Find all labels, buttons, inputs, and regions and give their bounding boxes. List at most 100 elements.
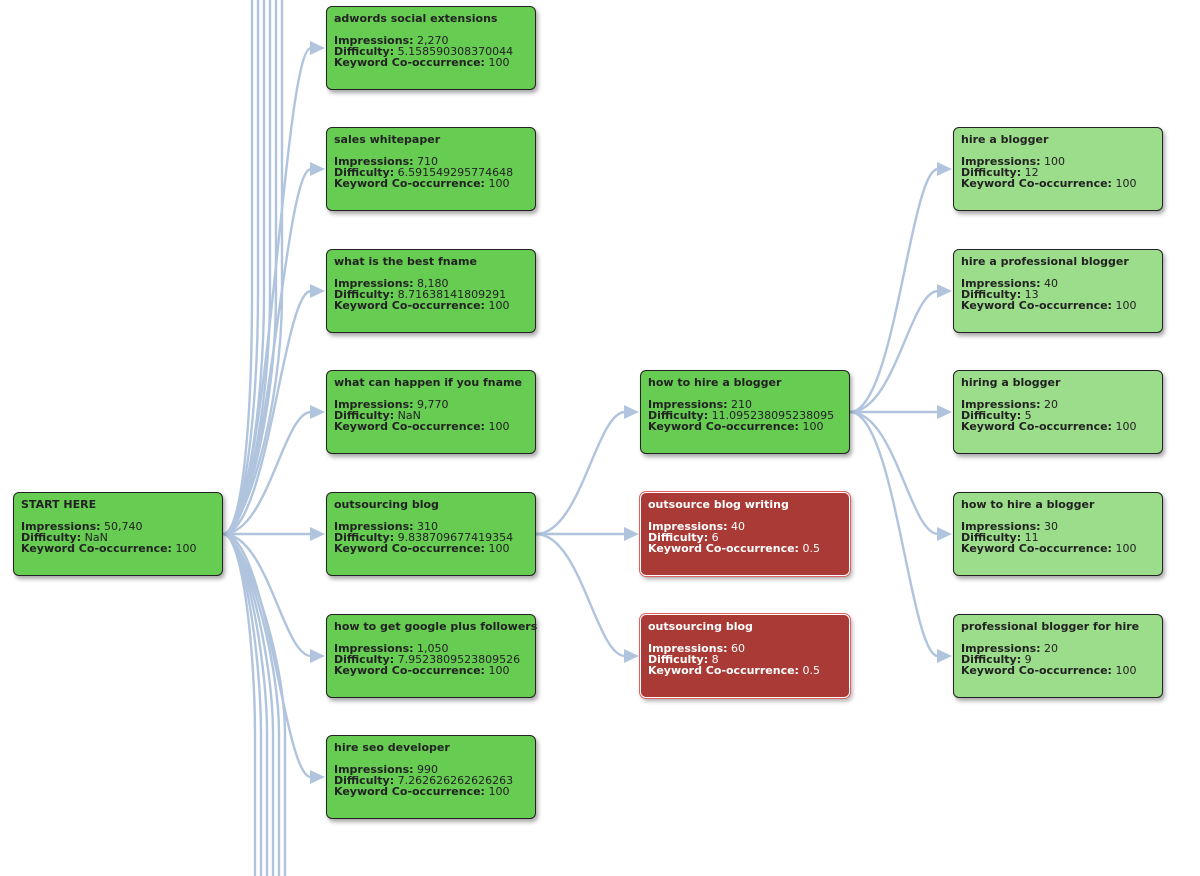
node-title: hire seo developer (334, 741, 450, 754)
arrowhead-icon (624, 405, 639, 419)
impressions-value: 1,050 (417, 642, 449, 655)
difficulty-row: Difficulty: 5.158590308370044 (334, 46, 528, 57)
cooccurrence-row: Keyword Co-occurrence: 100 (334, 543, 528, 554)
difficulty-label: Difficulty: (961, 531, 1022, 544)
cooccurrence-value: 100 (1115, 420, 1137, 433)
difficulty-row: Difficulty: 11 (961, 532, 1155, 543)
node-title: outsourcing blog (334, 498, 439, 511)
impressions-row: Impressions: 40 (961, 278, 1155, 289)
impressions-row: Impressions: 1,050 (334, 643, 528, 654)
difficulty-value: 6 (711, 531, 719, 544)
difficulty-row: Difficulty: 6.591549295774648 (334, 167, 528, 178)
cooccurrence-label: Keyword Co-occurrence: (334, 299, 485, 312)
impressions-row: Impressions: 40 (648, 521, 842, 532)
node-title: sales whitepaper (334, 133, 441, 146)
impressions-value: 20 (1044, 642, 1059, 655)
difficulty-row: Difficulty: 5 (961, 410, 1155, 421)
cooccurrence-label: Keyword Co-occurrence: (334, 177, 485, 190)
node-title: how to hire a blogger (961, 498, 1095, 511)
cooccurrence-label: Keyword Co-occurrence: (334, 785, 485, 798)
impressions-label: Impressions: (334, 763, 414, 776)
arrowhead-icon (310, 649, 325, 663)
node-title: how to hire a blogger (648, 376, 782, 389)
impressions-value: 40 (1044, 277, 1059, 290)
impressions-value: 30 (1044, 520, 1059, 533)
cooccurrence-label: Keyword Co-occurrence: (648, 542, 799, 555)
arrowhead-icon (310, 41, 325, 55)
arrowhead-icon (310, 405, 325, 419)
difficulty-value: NaN (397, 409, 421, 422)
arrowhead-icon (937, 527, 952, 541)
edge-outsourcing-blog-to-outsourcing-blog-2 (535, 532, 627, 658)
difficulty-value: 7.9523809523809526 (397, 653, 521, 666)
impressions-value: 710 (417, 155, 439, 168)
cooccurrence-label: Keyword Co-occurrence: (334, 56, 485, 69)
impressions-value: 9,770 (417, 398, 449, 411)
impressions-label: Impressions: (961, 520, 1041, 533)
impressions-row: Impressions: 100 (961, 156, 1155, 167)
difficulty-label: Difficulty: (334, 45, 395, 58)
cooccurrence-label: Keyword Co-occurrence: (961, 177, 1112, 190)
cooccurrence-label: Keyword Co-occurrence: (334, 420, 485, 433)
cooccurrence-row: Keyword Co-occurrence: 100 (21, 543, 215, 554)
arrowhead-icon (624, 527, 639, 541)
node-title: hire a professional blogger (961, 255, 1129, 268)
difficulty-label: Difficulty: (334, 288, 395, 301)
impressions-label: Impressions: (334, 34, 414, 47)
impressions-row: Impressions: 20 (961, 643, 1155, 654)
cooccurrence-value: 0.5 (802, 542, 820, 555)
difficulty-label: Difficulty: (961, 653, 1022, 666)
impressions-label: Impressions: (648, 398, 728, 411)
difficulty-label: Difficulty: (334, 774, 395, 787)
arrowhead-icon (310, 284, 325, 298)
cooccurrence-row: Keyword Co-occurrence: 100 (334, 665, 528, 676)
difficulty-value: 6.591549295774648 (397, 166, 514, 179)
arrowhead-icon (937, 284, 952, 298)
impressions-label: Impressions: (334, 642, 414, 655)
impressions-row: Impressions: 2,270 (334, 35, 528, 46)
cooccurrence-row: Keyword Co-occurrence: 100 (961, 178, 1155, 189)
difficulty-label: Difficulty: (648, 409, 709, 422)
cooccurrence-value: 100 (1115, 177, 1137, 190)
impressions-row: Impressions: 50,740 (21, 521, 215, 532)
cooccurrence-row: Keyword Co-occurrence: 100 (334, 178, 528, 189)
impressions-label: Impressions: (334, 155, 414, 168)
impressions-value: 310 (417, 520, 439, 533)
edge-start-here-to-what-is-the-best-fname (222, 289, 313, 536)
node-title: what can happen if you fname (334, 376, 522, 389)
edge-start-here-to-adwords-social-extensions (222, 46, 313, 536)
difficulty-value: 5.158590308370044 (397, 45, 514, 58)
difficulty-label: Difficulty: (21, 531, 82, 544)
difficulty-row: Difficulty: 12 (961, 167, 1155, 178)
impressions-row: Impressions: 30 (961, 521, 1155, 532)
impressions-value: 40 (731, 520, 746, 533)
cooccurrence-row: Keyword Co-occurrence: 100 (334, 421, 528, 432)
impressions-row: Impressions: 710 (334, 156, 528, 167)
edge-how-to-hire-a-blogger-to-how-to-hire-a-blogger-2 (849, 410, 940, 536)
node-title: how to get google plus followers (334, 620, 538, 633)
node-title: what is the best fname (334, 255, 477, 268)
cooccurrence-label: Keyword Co-occurrence: (961, 420, 1112, 433)
cooccurrence-label: Keyword Co-occurrence: (961, 664, 1112, 677)
edge-how-to-hire-a-blogger-to-hire-a-professional-blogger (849, 289, 940, 414)
node-title: START HERE (21, 498, 97, 511)
cooccurrence-row: Keyword Co-occurrence: 0.5 (648, 543, 842, 554)
